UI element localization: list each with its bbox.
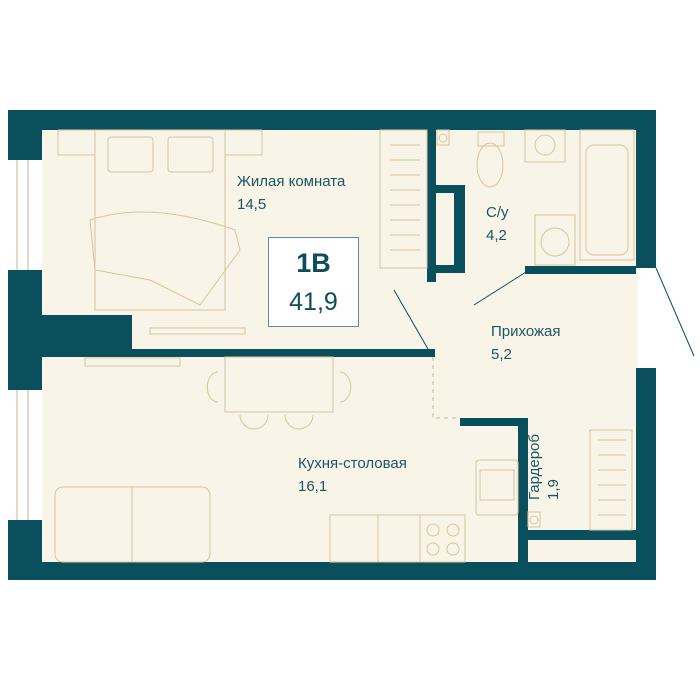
wardrobe-closet	[589, 429, 633, 531]
room-label-hallway: Прихожая 5,2	[491, 322, 561, 364]
toilet	[476, 142, 504, 188]
room-name: Гардероб	[526, 434, 543, 500]
room-area: 4,2	[486, 227, 507, 244]
kitchen-counter	[329, 514, 466, 563]
window-bedroom	[8, 160, 42, 270]
room-area: 16,1	[298, 478, 328, 495]
room-name: Жилая комната	[237, 173, 346, 190]
dining-table	[224, 356, 334, 413]
room-area: 1,9	[545, 479, 562, 500]
bedroom-door	[393, 289, 429, 350]
room-area: 5,2	[491, 346, 512, 363]
bed	[94, 129, 226, 311]
furniture	[54, 129, 635, 563]
wardrobe-bedroom	[379, 129, 428, 269]
room-area: 14,5	[237, 196, 267, 213]
room-label-bathroom: С/у 4,2	[486, 203, 509, 245]
bathtub	[579, 129, 635, 261]
room-label-living: Жилая комната 14,5	[237, 172, 345, 214]
bathroom-door	[473, 271, 527, 306]
washbasin	[524, 129, 566, 163]
interior-walls	[42, 130, 636, 562]
room-name: С/у	[486, 204, 509, 221]
room-label-closet: Гардероб 1,9	[525, 434, 563, 500]
room-name: Прихожая	[491, 323, 561, 340]
apartment-total-area: 41,9	[289, 288, 338, 316]
entrance-door-swing	[655, 267, 695, 357]
apartment-type: 1В	[296, 248, 331, 278]
kitchen-sink	[475, 459, 519, 516]
room-label-kitchen: Кухня-столовая 16,1	[298, 454, 407, 496]
window-kitchen	[8, 390, 42, 520]
room-name: Кухня-столовая	[298, 455, 407, 472]
apartment-badge: 1В 41,9	[268, 237, 359, 327]
washing-machine	[534, 214, 576, 266]
entrance-opening	[636, 268, 658, 368]
floor	[42, 130, 636, 562]
